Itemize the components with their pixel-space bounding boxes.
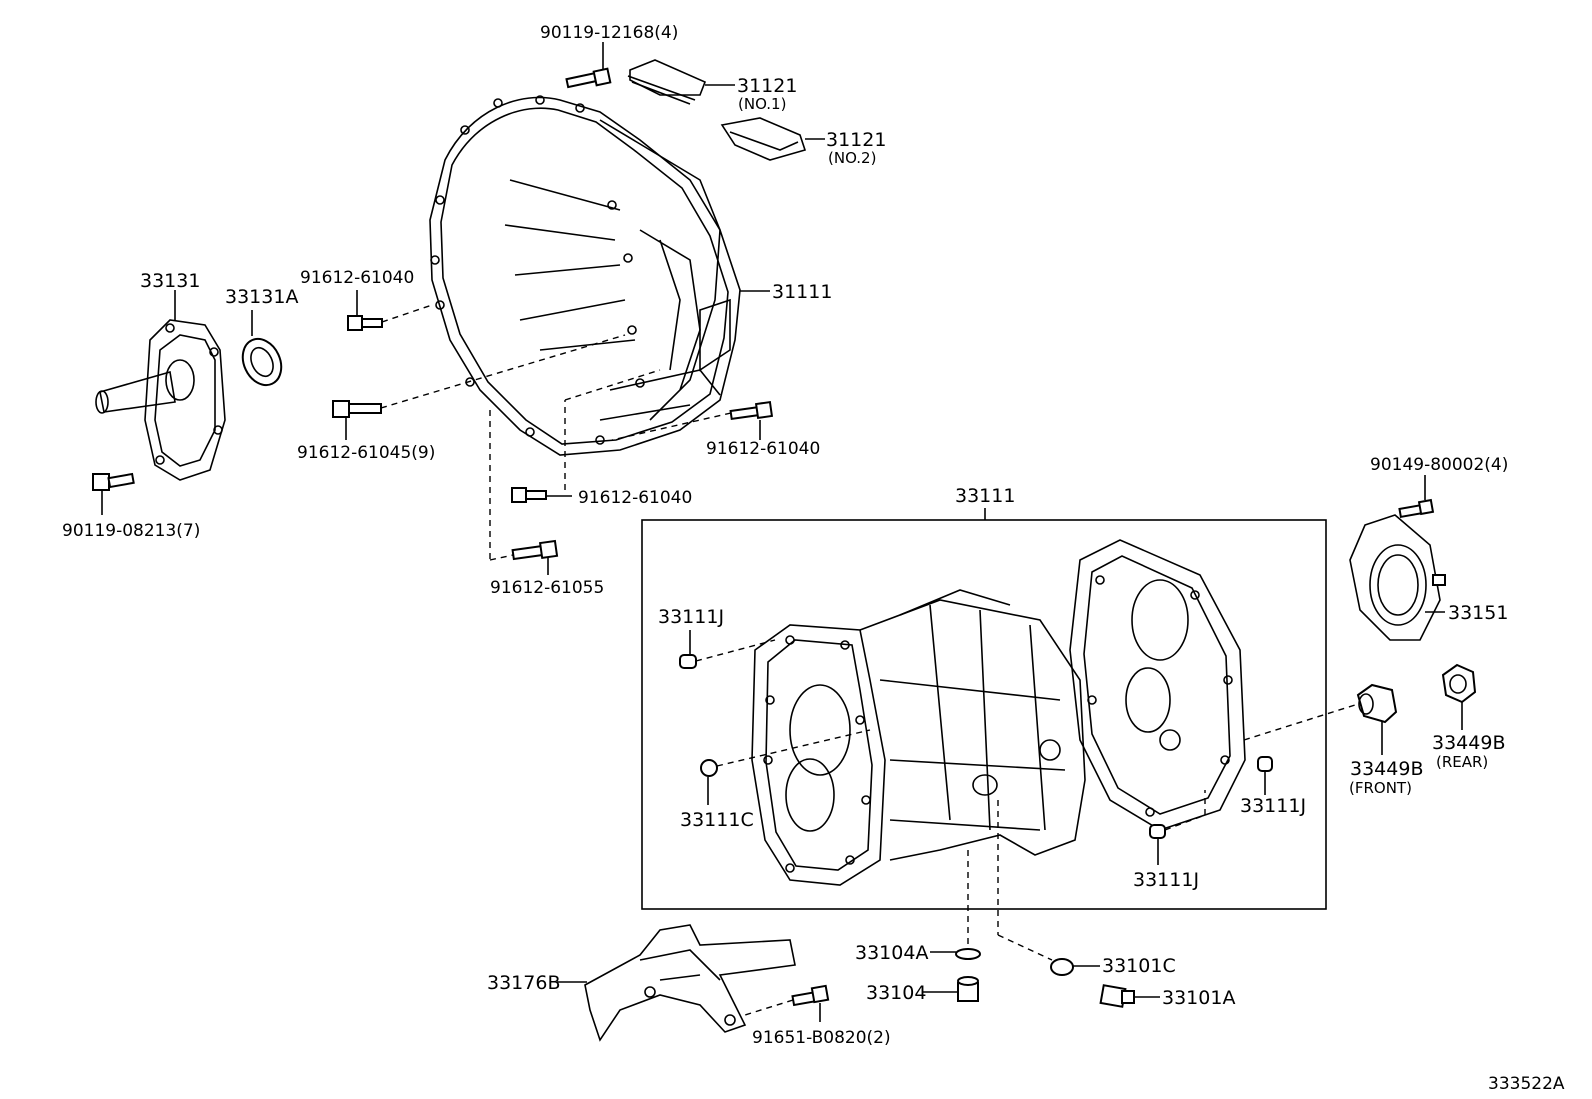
label-33111J-c: 33111J <box>1133 869 1199 891</box>
bolt-91651-B0820 <box>791 984 830 1007</box>
label-31121-no1: 31121 <box>737 75 797 97</box>
label-31121-no2: 31121 <box>826 129 886 151</box>
label-91612-61040-c: 91612-61040 <box>578 488 692 508</box>
rear-retainer-33151 <box>1349 514 1446 641</box>
label-33449B-rear-sub: (REAR) <box>1436 753 1488 771</box>
bolt-91612-61040-b <box>729 400 774 421</box>
label-91612-61040-a: 91612-61040 <box>300 268 414 288</box>
transmission-case-group-box <box>641 519 1327 910</box>
plug-33101A <box>1099 984 1135 1008</box>
seal-33131A <box>241 337 283 387</box>
gasket-33104A <box>955 948 981 960</box>
transmission-case-33111 <box>751 589 1086 886</box>
label-90119-08213: 90119-08213(7) <box>62 521 200 541</box>
bolt-90119-12168 <box>565 67 612 89</box>
bolt-91612-61055 <box>511 539 559 561</box>
label-33101A: 33101A <box>1162 987 1235 1009</box>
dowel-pin-33111J-c <box>1149 824 1166 839</box>
label-33111J-a: 33111J <box>658 606 724 628</box>
label-33104: 33104 <box>866 982 926 1004</box>
sleeve-33449B-front <box>1356 683 1398 724</box>
plug-33104 <box>957 976 979 1002</box>
label-90119-12168: 90119-12168(4) <box>540 23 678 43</box>
bolt-91612-61040-a <box>347 315 383 331</box>
callout-labels: 90119-12168(4) 31121 (NO.1) 31121 (NO.2)… <box>62 23 1565 1094</box>
diagram-id: 333522A <box>1488 1074 1565 1094</box>
label-33449B-rear: 33449B <box>1432 732 1505 754</box>
clutch-housing-31111 <box>429 95 741 456</box>
dowel-pin-33111J-a <box>679 654 697 669</box>
bolt-90149-80002 <box>1398 498 1435 519</box>
label-33176B: 33176B <box>487 972 560 994</box>
label-33131A: 33131A <box>225 286 298 308</box>
label-33111-group: 33111 <box>955 485 1015 507</box>
label-33104A: 33104A <box>855 942 928 964</box>
label-90149-80002: 90149-80002(4) <box>1370 455 1508 475</box>
bearing-retainer-33131 <box>95 319 226 481</box>
label-33151: 33151 <box>1448 602 1508 624</box>
label-91612-61045: 91612-61045(9) <box>297 443 435 463</box>
bolt-91612-61040-c <box>511 487 547 503</box>
bolt-90119-08213 <box>92 472 135 491</box>
cover-31121-no2 <box>720 117 807 161</box>
gasket-33101C <box>1050 958 1074 976</box>
label-33111C: 33111C <box>680 809 754 831</box>
dowel-ring-33111C <box>700 759 718 777</box>
label-31121-no1-sub: (NO.1) <box>738 95 786 113</box>
sleeve-33449B-rear <box>1441 663 1477 704</box>
label-33111J-b: 33111J <box>1240 795 1306 817</box>
bolt-91612-61045 <box>332 400 382 418</box>
label-91612-61055: 91612-61055 <box>490 578 604 598</box>
bracket-33176B <box>584 924 796 1042</box>
label-91651-B0820: 91651-B0820(2) <box>752 1028 891 1048</box>
label-33449B-front: 33449B <box>1350 758 1423 780</box>
label-33101C: 33101C <box>1102 955 1176 977</box>
label-33449B-front-sub: (FRONT) <box>1349 779 1412 797</box>
cover-31121-no1 <box>627 59 707 105</box>
label-31111: 31111 <box>772 281 832 303</box>
label-91612-61040-b: 91612-61040 <box>706 439 820 459</box>
label-33131: 33131 <box>140 270 200 292</box>
dowel-pin-33111J-b <box>1257 756 1273 772</box>
intermediate-plate <box>1069 539 1246 831</box>
label-31121-no2-sub: (NO.2) <box>828 149 876 167</box>
